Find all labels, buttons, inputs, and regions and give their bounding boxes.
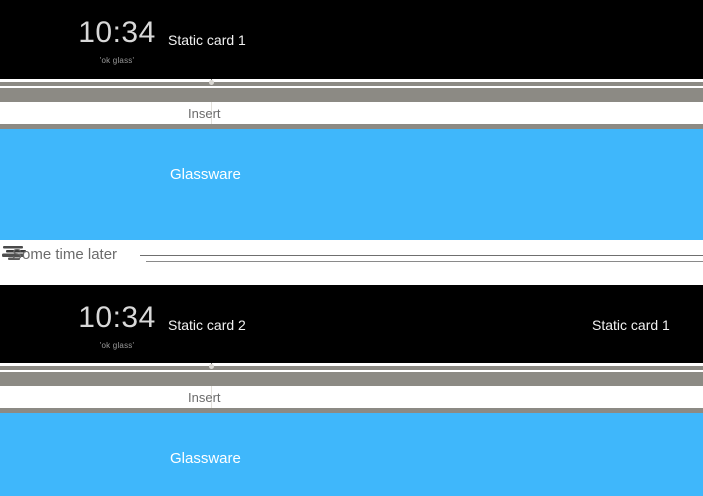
clock-time-bottom: 10:34 [78,301,156,334]
divider-text-span: Some time later [12,246,118,263]
band-white-top-2 [0,86,703,88]
some-time-later-row: Some time later [0,240,703,285]
band-gray-bottom-2[interactable] [0,372,703,386]
band-gray-bottom-3[interactable] [0,408,703,413]
timeline-tick-bottom-2 [211,386,212,408]
band-white-top-3 [0,102,703,124]
clock-time: 10:34 [78,16,156,49]
band-white-bottom-2 [0,370,703,372]
band-gray-bottom-1[interactable] [0,366,703,370]
static-card-1-label-top: Static card 1 [168,32,246,48]
scroll-handle-icon[interactable] [2,244,28,262]
divider-rule-2 [146,261,703,262]
timeline-node-top [209,80,214,85]
glassware-panel-top[interactable] [0,129,703,240]
static-card-1-label-bottom: Static card 1 [592,317,670,333]
clock-voice-hint-bottom: 'ok glass' [99,341,135,350]
band-white-top-1 [0,79,703,82]
band-white-bottom-1 [0,363,703,366]
glassware-panel-bottom[interactable] [0,413,703,496]
glass-card-strip-top[interactable]: 10:34 'ok glass' Static card 1 [0,0,703,79]
band-gray-top-1[interactable] [0,82,703,86]
band-white-bottom-3 [0,386,703,408]
clock-voice-hint: 'ok glass' [99,56,135,65]
insert-label-top: Insert [188,106,221,121]
glassware-label-bottom: Glassware [170,450,241,467]
insert-label-bottom: Insert [188,390,221,405]
glass-card-strip-bottom[interactable]: 10:34 'ok glass' Static card 2 Static ca… [0,285,703,363]
timeline-node-bottom [209,364,214,369]
divider-rule-1 [140,255,703,256]
glass-clock-top: 10:34 'ok glass' [37,16,197,67]
band-gray-top-2[interactable] [0,88,703,102]
glass-clock-bottom: 10:34 'ok glass' [37,301,197,352]
static-card-2-label: Static card 2 [168,317,246,333]
glassware-label-top: Glassware [170,166,241,183]
some-time-later-label: Some time later [12,245,117,265]
band-gray-top-3[interactable] [0,124,703,129]
timeline-tick-top-2 [211,102,212,124]
